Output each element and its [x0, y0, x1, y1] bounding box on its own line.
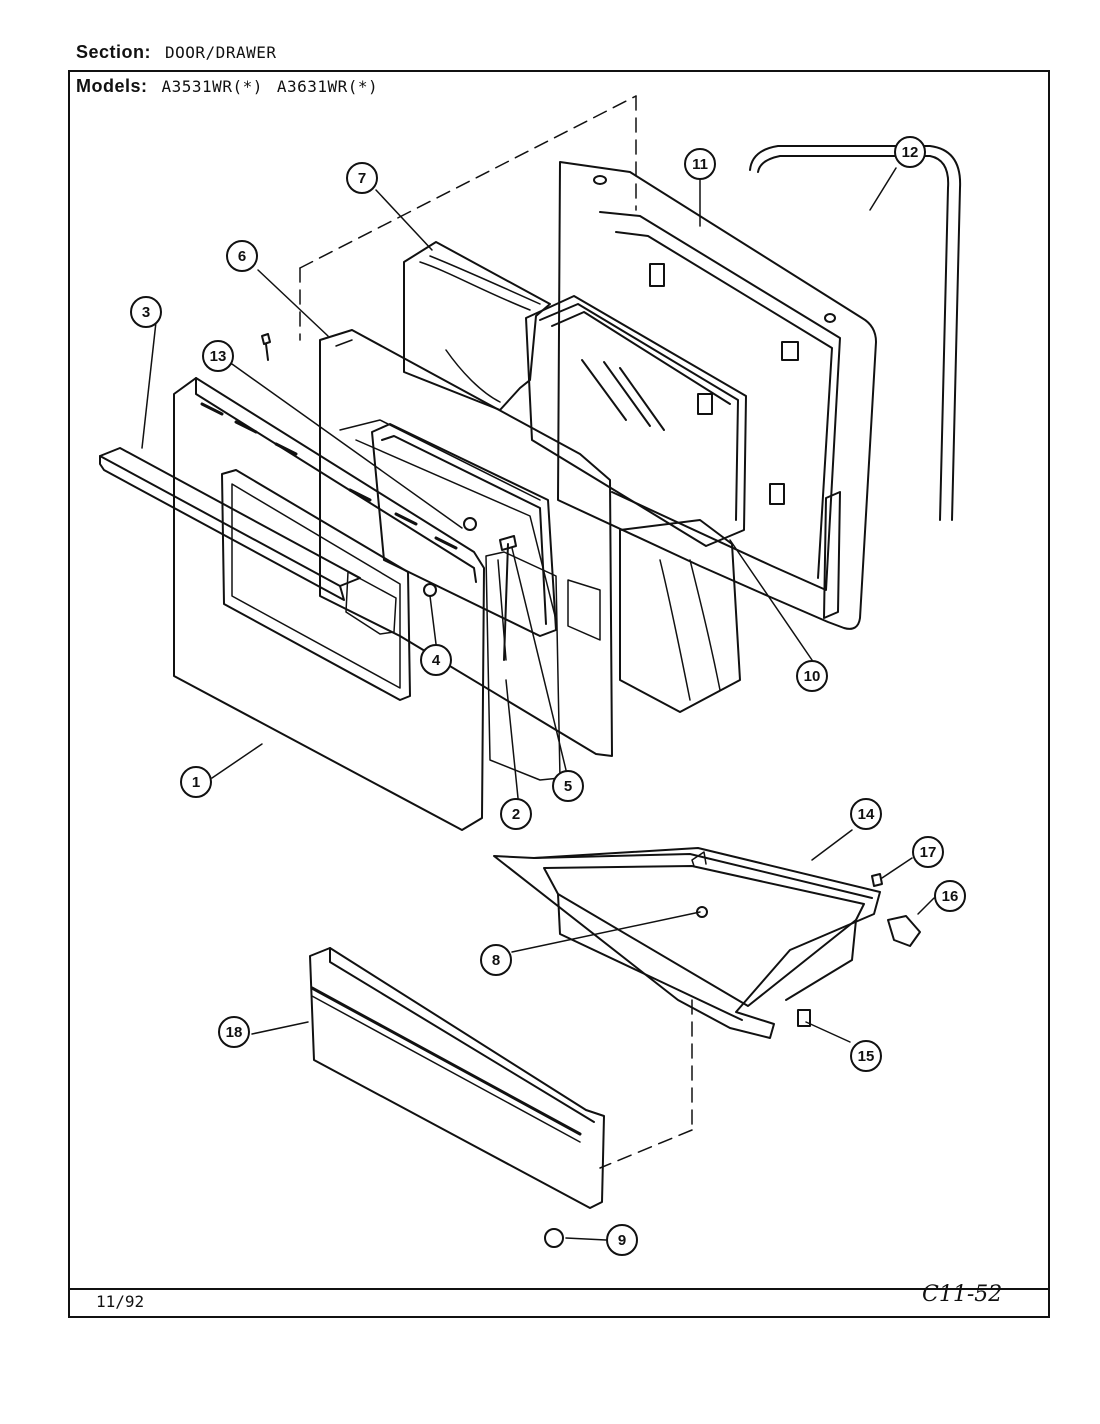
callout-number: 14: [858, 806, 875, 823]
outer-door-panel-part: [173, 377, 485, 831]
callout-6: 6: [226, 240, 258, 272]
callout-circle: [202, 340, 234, 372]
section-label: Section:: [76, 42, 152, 62]
drawer-body-part: [493, 847, 881, 1039]
callout-5: 5: [552, 770, 584, 802]
callout-number: 11: [692, 156, 708, 173]
callout-number: 5: [564, 778, 572, 795]
section-value: DOOR/DRAWER: [165, 43, 277, 62]
callout-number: 4: [432, 652, 441, 669]
insulation-part: [403, 241, 741, 713]
footer-divider: [68, 1288, 1050, 1290]
callout-number: 8: [492, 952, 500, 969]
door-handle-part: [99, 447, 361, 601]
callout-8: 8: [480, 944, 512, 976]
callout-3: 3: [130, 296, 162, 328]
callout-12: 12: [894, 136, 926, 168]
callout-10: 10: [796, 660, 828, 692]
callout-circle: [684, 148, 716, 180]
callout-number: 2: [512, 806, 520, 823]
callout-circle: [180, 766, 212, 798]
section-heading: Section: DOOR/DRAWER: [76, 42, 276, 63]
callout-number: 9: [618, 1232, 626, 1249]
screw-parts: [261, 333, 517, 661]
callout-2: 2: [500, 798, 532, 830]
window-glass-pack-part: [525, 295, 747, 547]
callout-number: 18: [226, 1024, 243, 1041]
callout-13: 13: [202, 340, 234, 372]
drawer-stop-part: [887, 915, 921, 947]
callout-15: 15: [850, 1040, 882, 1072]
callout-number: 15: [858, 1048, 875, 1065]
callout-circle: [796, 660, 828, 692]
drawer-front-part: [309, 947, 605, 1209]
callout-number: 6: [238, 248, 246, 265]
callout-circle: [934, 880, 966, 912]
callout-circle: [226, 240, 258, 272]
alignment-dashes: [299, 95, 693, 1169]
callout-7: 7: [346, 162, 378, 194]
callout-circle: [218, 1016, 250, 1048]
callout-14: 14: [850, 798, 882, 830]
callout-number: 1: [192, 774, 200, 791]
door-baffle-part: [485, 551, 561, 781]
callout-circle: [894, 136, 926, 168]
callout-number: 16: [942, 888, 959, 905]
callout-circle: [480, 944, 512, 976]
models-label: Models:: [76, 76, 148, 96]
door-panel-part: [319, 329, 613, 757]
callout-circle: [552, 770, 584, 802]
model-number: A3531WR(*): [161, 77, 263, 96]
callout-circle: [346, 162, 378, 194]
footer-date: 11/92: [96, 1292, 145, 1311]
callout-number: 10: [804, 668, 821, 685]
callout-circle: [850, 1040, 882, 1072]
callout-number: 12: [902, 144, 919, 161]
callout-16: 16: [934, 880, 966, 912]
leader-lines: [141, 167, 935, 1241]
callout-4: 4: [420, 644, 452, 676]
models-heading: Models: A3531WR(*) A3631WR(*): [76, 76, 378, 97]
callout-circle: [912, 836, 944, 868]
drawer-clip-part: [797, 1009, 811, 1027]
leveling-leg-part: [544, 1228, 564, 1248]
diagram-frame: [68, 70, 1050, 1318]
callout-number: 13: [210, 348, 227, 365]
callout-circle: [606, 1224, 638, 1256]
callout-circle: [130, 296, 162, 328]
window-trim-part: [371, 423, 557, 637]
callout-circle: [850, 798, 882, 830]
callout-number: 7: [358, 170, 366, 187]
callout-18: 18: [218, 1016, 250, 1048]
callout-number: 17: [920, 844, 937, 861]
callout-17: 17: [912, 836, 944, 868]
footer-code: C11-52: [922, 1282, 1003, 1307]
drawer-screw-part: [871, 873, 883, 887]
callout-number: 3: [142, 304, 150, 321]
callout-9: 9: [606, 1224, 638, 1256]
door-gasket-part: [749, 145, 962, 521]
callout-circle: [500, 798, 532, 830]
model-number: A3631WR(*): [276, 77, 379, 96]
callout-11: 11: [684, 148, 716, 180]
callout-circle: [420, 644, 452, 676]
inner-door-liner-part: [557, 161, 877, 630]
callout-1: 1: [180, 766, 212, 798]
